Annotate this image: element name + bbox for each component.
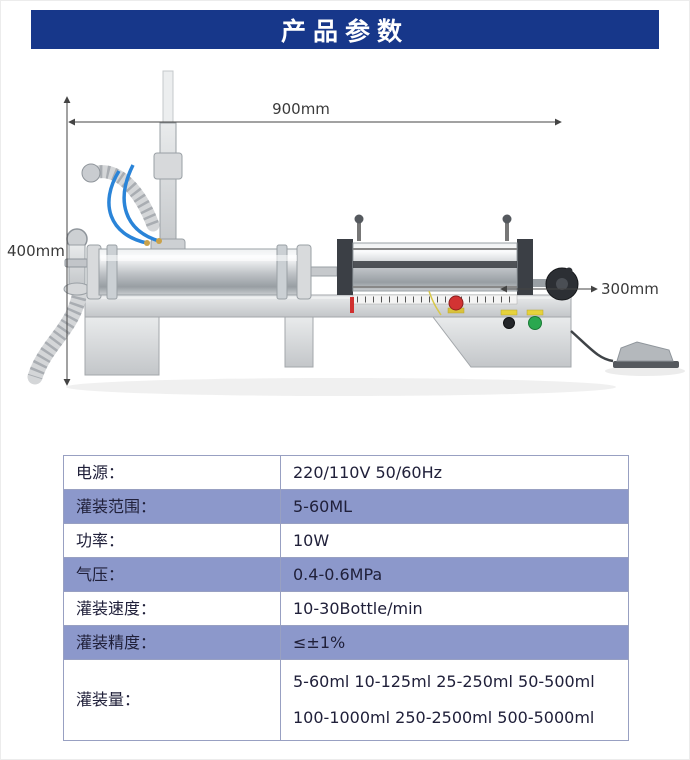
air-cylinder bbox=[337, 214, 533, 313]
foot-pedal bbox=[570, 330, 679, 368]
filling-cylinder bbox=[86, 244, 312, 300]
product-figure: 900mm 400mm 300mm bbox=[1, 53, 689, 445]
corrugated-hose-lower bbox=[27, 289, 87, 385]
table-row: 功率： 10W bbox=[63, 523, 629, 558]
spec-label: 电源： bbox=[63, 455, 281, 490]
spec-value: 10W bbox=[280, 523, 629, 558]
spec-label: 功率： bbox=[63, 523, 281, 558]
table-row: 电源： 220/110V 50/60Hz bbox=[63, 455, 629, 490]
spec-value: ≤±1% bbox=[280, 625, 629, 660]
dimension-label-width: 900mm bbox=[272, 100, 330, 118]
spec-value: 220/110V 50/60Hz bbox=[280, 455, 629, 490]
spec-label: 灌装量： bbox=[63, 659, 281, 741]
spec-label: 灌装精度： bbox=[63, 625, 281, 660]
floor-shadow bbox=[66, 366, 685, 396]
dimension-label-height: 400mm bbox=[7, 242, 65, 260]
dimension-label-depth: 300mm bbox=[601, 280, 659, 298]
dimension-line-height: 400mm bbox=[7, 96, 71, 386]
spec-value: 10-30Bottle/min bbox=[280, 591, 629, 626]
table-row: 灌装量： 5-60ml 10-125ml 25-250ml 50-500ml 1… bbox=[63, 659, 629, 741]
page-title: 产品参数 bbox=[280, 16, 409, 46]
product-photo: 900mm 400mm 300mm bbox=[7, 70, 685, 396]
dimension-line-width: 900mm bbox=[68, 100, 562, 126]
spec-label: 灌装范围： bbox=[63, 489, 281, 524]
table-row: 灌装速度： 10-30Bottle/min bbox=[63, 591, 629, 626]
pneumatic-tube-blue bbox=[107, 164, 162, 246]
table-row: 灌装精度： ≤±1% bbox=[63, 625, 629, 660]
spec-label: 气压： bbox=[63, 557, 281, 592]
corrugated-hose-upper bbox=[81, 163, 160, 232]
piston-rod bbox=[310, 266, 338, 277]
spec-label: 灌装速度： bbox=[63, 591, 281, 626]
spec-value: 0.4-0.6MPa bbox=[280, 557, 629, 592]
emergency-stop-button bbox=[447, 295, 465, 314]
tri-clamp-fitting bbox=[63, 228, 91, 296]
control-buttons bbox=[500, 309, 544, 330]
table-row: 气压： 0.4-0.6MPa bbox=[63, 557, 629, 592]
spec-value: 5-60ml 10-125ml 25-250ml 50-500ml 100-10… bbox=[280, 659, 629, 741]
header-banner: 产品参数 bbox=[31, 10, 659, 49]
dimension-line-depth: 300mm bbox=[500, 280, 659, 298]
machine-base bbox=[84, 294, 572, 376]
spec-table: 电源： 220/110V 50/60Hz 灌装范围： 5-60ML 功率： 10… bbox=[63, 455, 629, 741]
spec-value: 5-60ML bbox=[280, 489, 629, 524]
table-row: 灌装范围： 5-60ML bbox=[63, 489, 629, 524]
signal-wire bbox=[428, 290, 442, 316]
